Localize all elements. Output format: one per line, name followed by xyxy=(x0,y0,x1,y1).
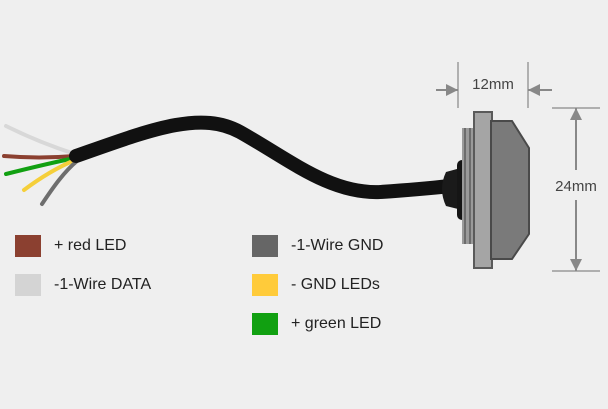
legend-label: + red LED xyxy=(54,237,127,254)
legend-swatch xyxy=(252,274,278,296)
width-label: 12mm xyxy=(472,76,514,93)
black-cable xyxy=(69,115,457,200)
legend-swatch xyxy=(252,235,278,257)
legend-label: -1-Wire GND xyxy=(291,237,384,254)
height-dimension: 24mm xyxy=(552,107,600,272)
legend-swatch xyxy=(15,274,41,296)
legend-label: - GND LEDs xyxy=(291,276,380,293)
reader-head xyxy=(490,120,530,260)
legend-item-red-led: + red LED xyxy=(15,235,126,257)
white-wire xyxy=(4,124,77,156)
legend-swatch xyxy=(252,313,278,335)
gray-wire xyxy=(40,159,79,206)
wire-ends xyxy=(2,124,79,206)
legend-label: + green LED xyxy=(291,315,382,332)
green-wire xyxy=(4,156,77,176)
red-wire xyxy=(2,154,77,160)
legend-label: -1-Wire DATA xyxy=(54,276,152,293)
height-label: 24mm xyxy=(555,178,597,195)
width-dimension: 12mm xyxy=(436,62,552,108)
legend-item-gnd-leds: - GND LEDs xyxy=(252,274,380,296)
legend-swatch xyxy=(15,235,41,257)
legend-item-1wire-data: -1-Wire DATA xyxy=(15,274,151,296)
reader-flange xyxy=(473,111,493,269)
legend-item-1wire-gnd: -1-Wire GND xyxy=(252,235,383,257)
yellow-wire xyxy=(22,158,77,192)
legend-item-green-led: + green LED xyxy=(252,313,381,335)
